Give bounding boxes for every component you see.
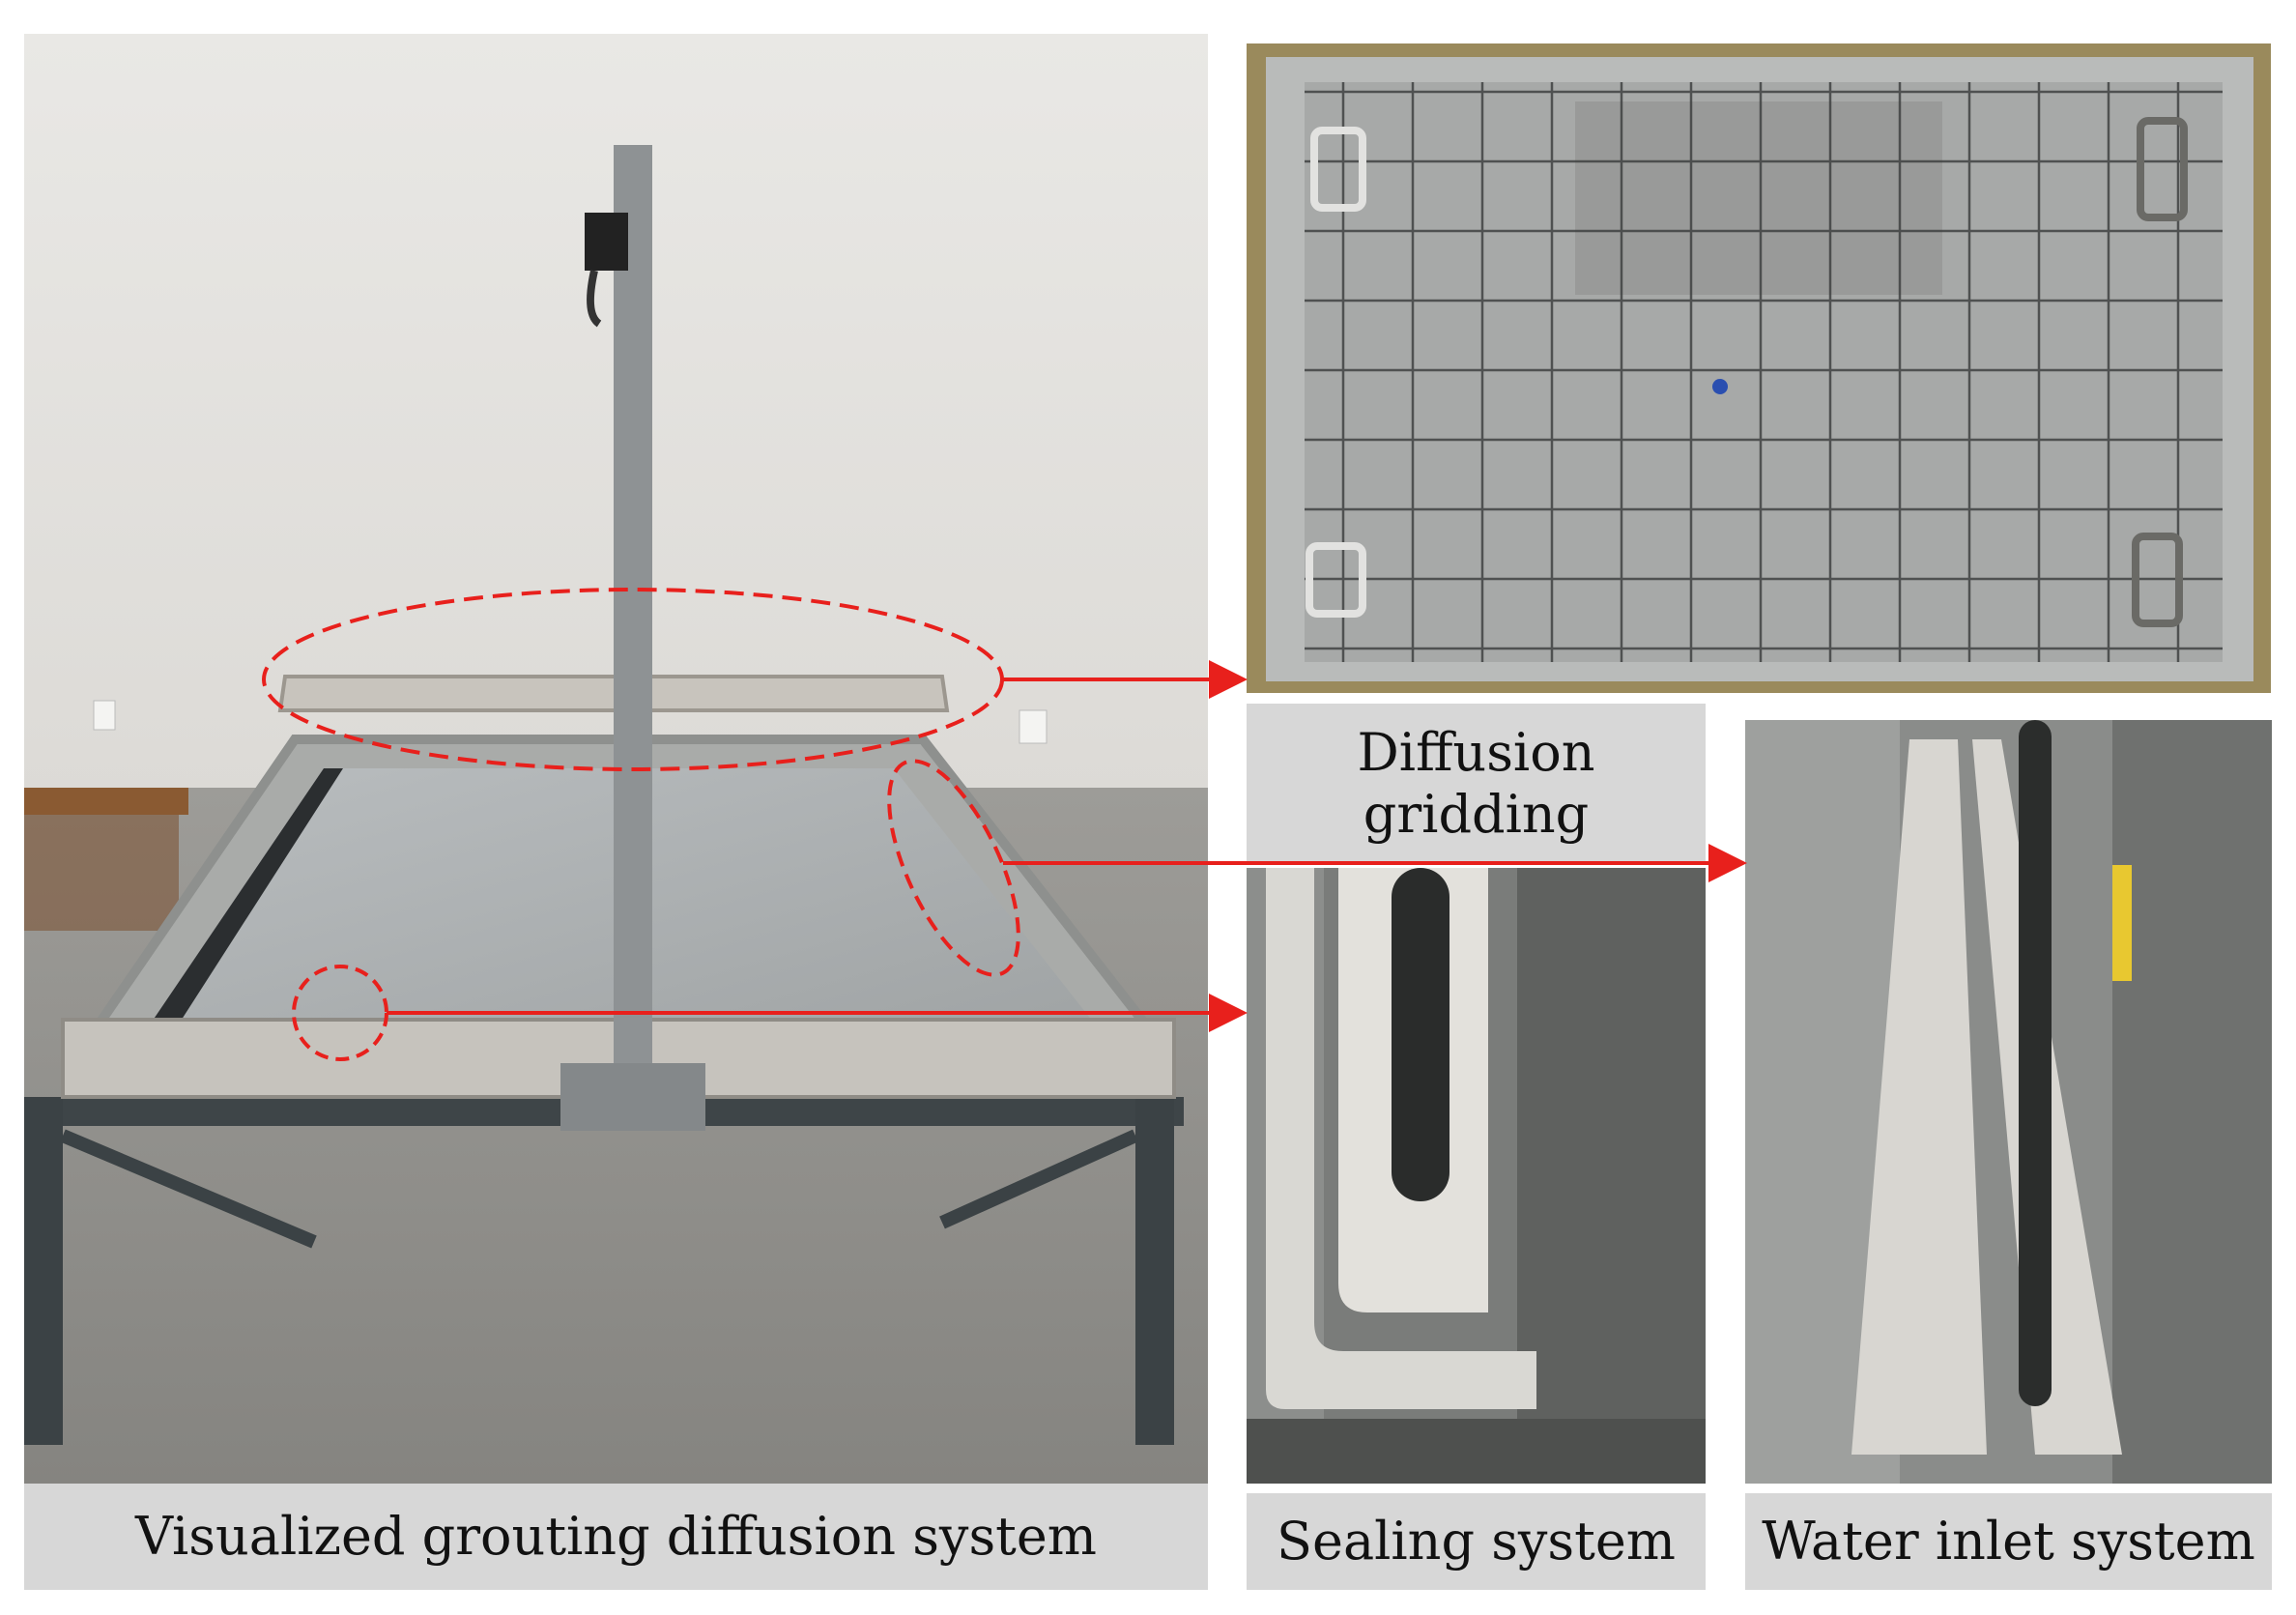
- caption-water-inlet-system: Water inlet system: [1745, 1493, 2272, 1590]
- caption-diffusion-gridding: Diffusion gridding: [1247, 704, 1706, 863]
- caption-sealing-system: Sealing system: [1247, 1493, 1706, 1590]
- water-inlet-photo: [1745, 720, 2272, 1484]
- grouting-system-photo: [24, 34, 1208, 1484]
- caption-visualized-system: Visualized grouting diffusion system: [24, 1484, 1208, 1590]
- diffusion-gridding-photo: [1247, 43, 2271, 693]
- sealing-system-photo: [1247, 868, 1706, 1484]
